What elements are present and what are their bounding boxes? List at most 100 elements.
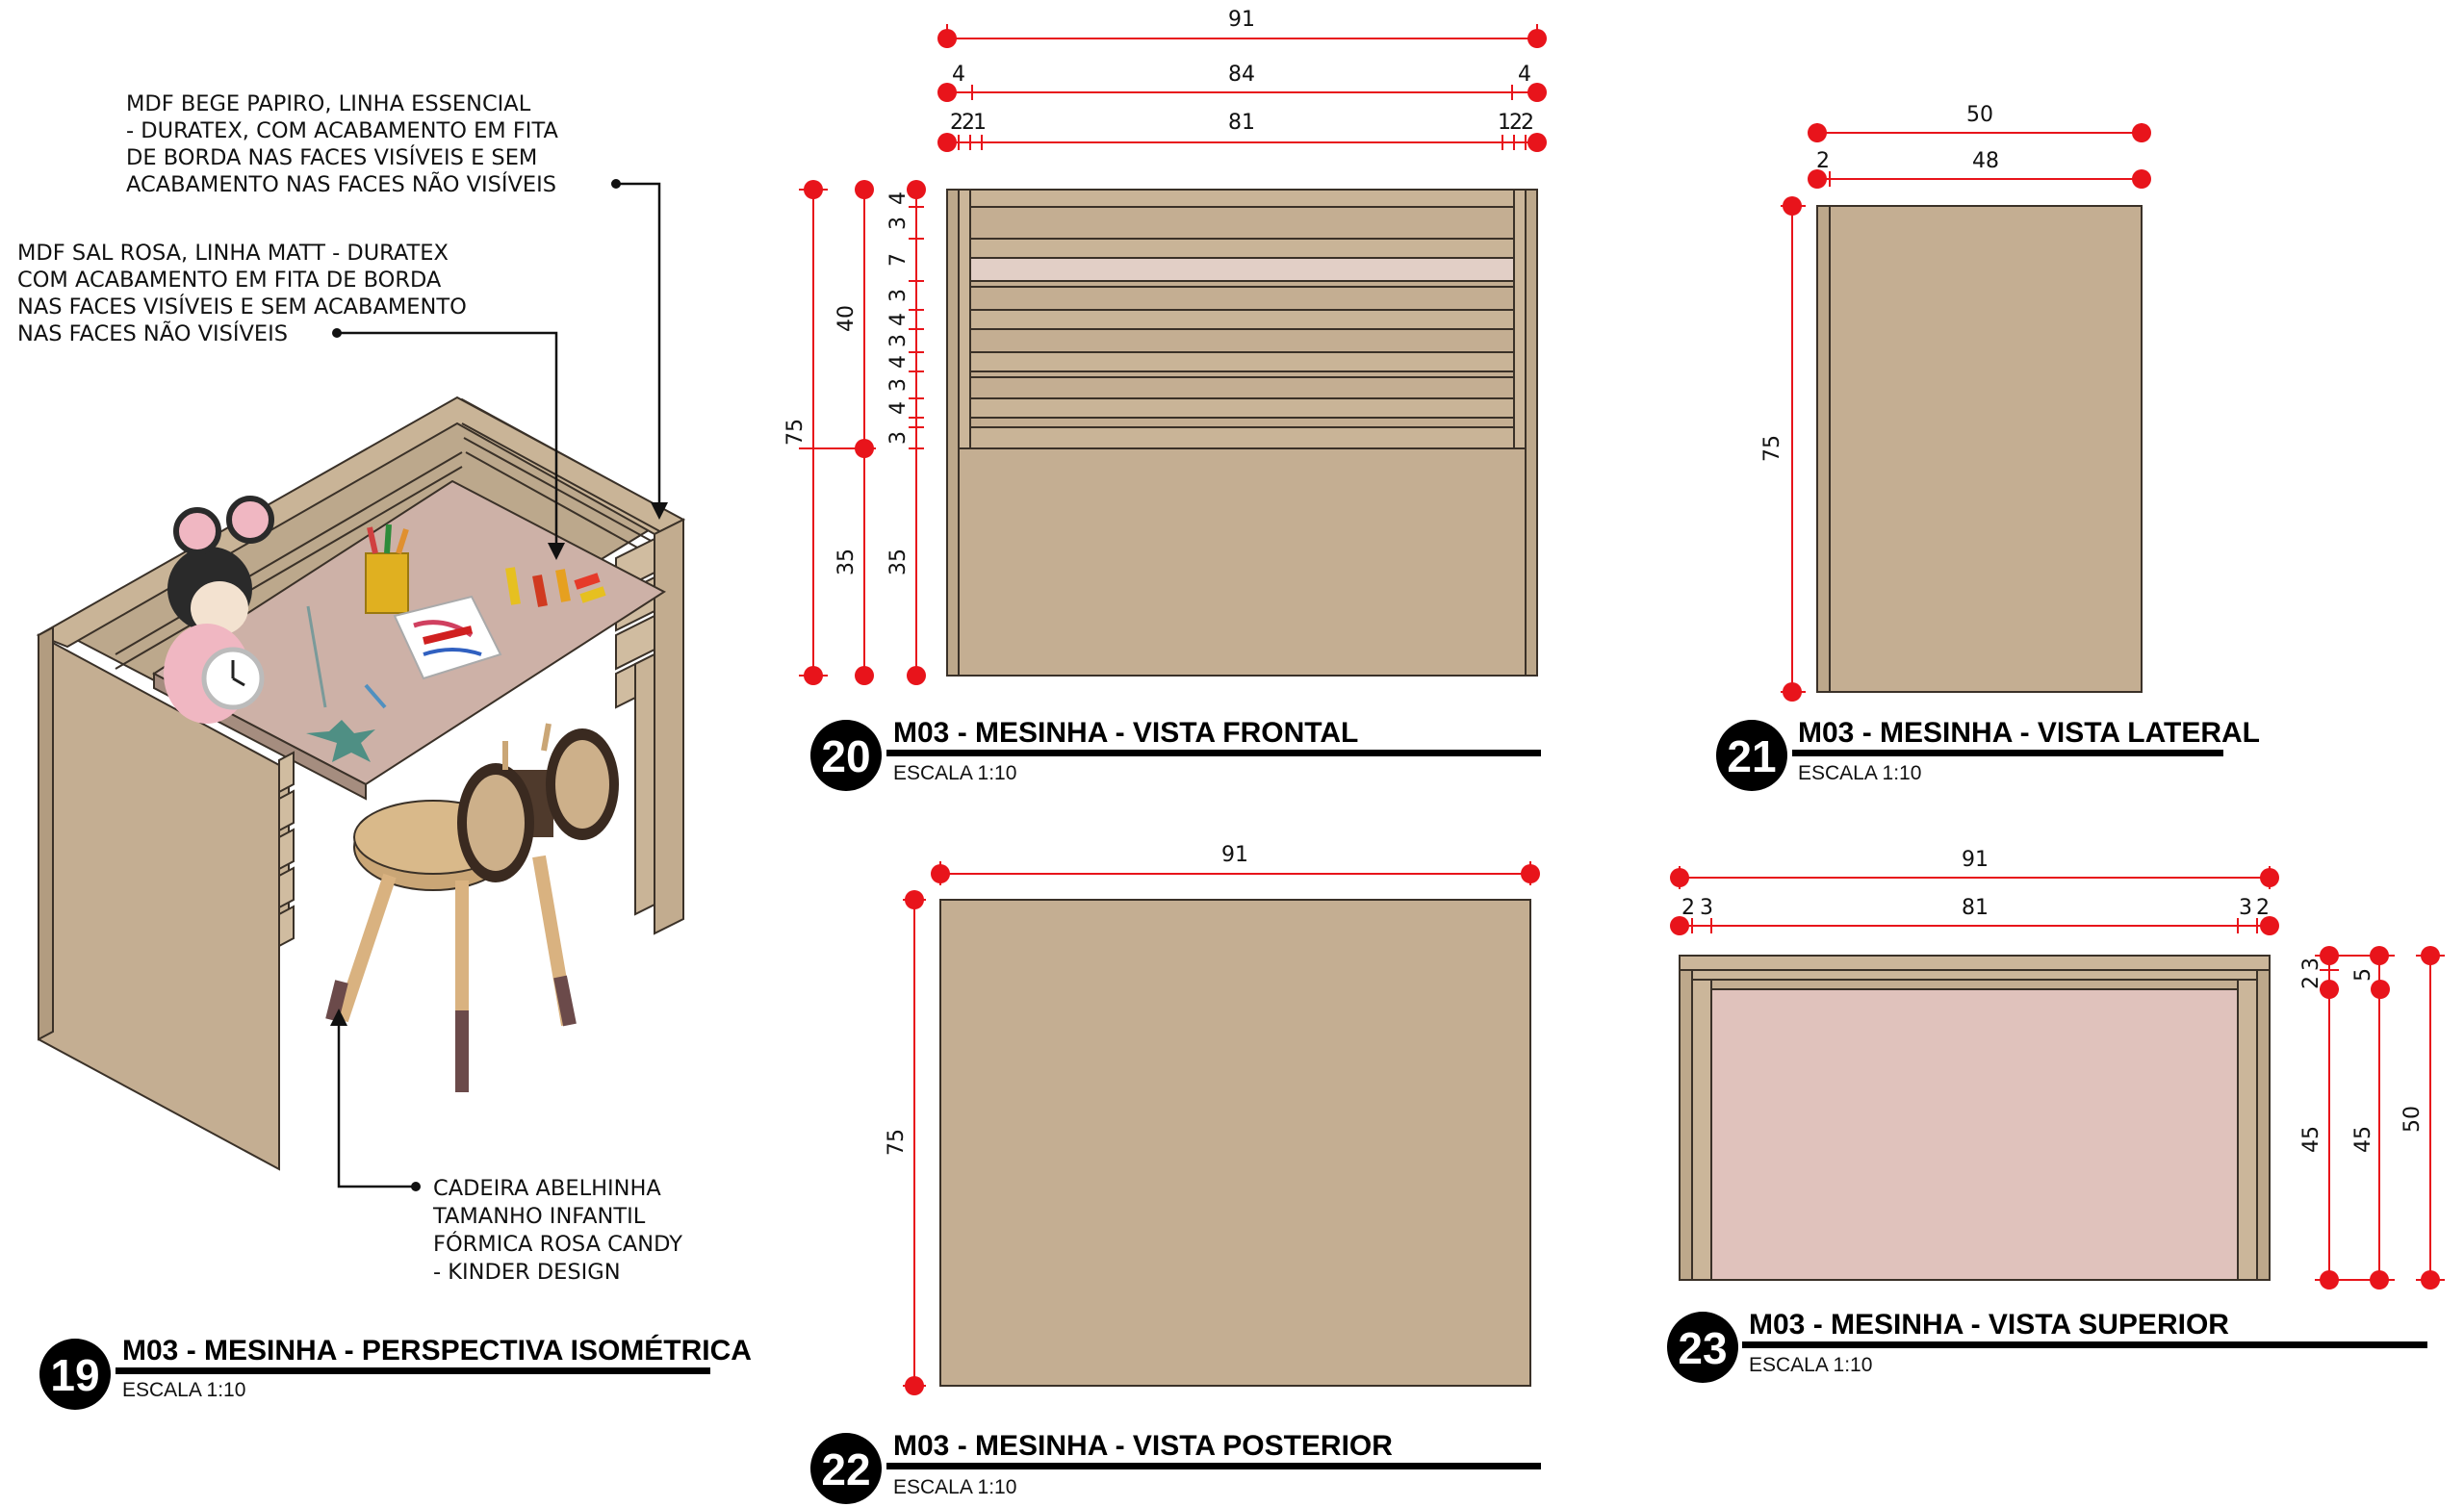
bee-chair: [325, 723, 619, 1092]
dim-front-1-right: 1: [1498, 111, 1511, 135]
note-bege-line: - DURATEX, COM ACABAMENTO EM FITA: [126, 118, 558, 143]
crayon: [423, 626, 473, 645]
dim-top-50: 50: [2400, 1106, 2425, 1133]
dim-front-1-left: 1: [973, 111, 987, 135]
dim-top-2-right: 2: [2256, 896, 2270, 920]
top-dimensions: [1670, 866, 2445, 1290]
top-pink-shelf: [1710, 988, 2239, 1281]
dim-back-height-75: 75: [885, 1129, 909, 1156]
dim-front-stack: 3: [886, 217, 911, 230]
desk-toys: [164, 496, 606, 762]
side-body: [1816, 205, 2143, 693]
pencil-cup: [365, 552, 409, 614]
dim-front-height-75: 75: [783, 419, 808, 446]
dim-front-4-left: 4: [952, 63, 965, 87]
dim-front-width-84: 84: [1228, 63, 1255, 87]
view-scale: ESCALA 1:10: [1749, 1354, 1872, 1376]
dim-top-3: 3: [2299, 958, 2323, 971]
side-edge: [1816, 205, 1831, 693]
view-number-badge: [810, 1433, 882, 1504]
note-cadeira: CADEIRA ABELHINHA TAMANHO INFANTIL FÓRMI…: [432, 1176, 689, 1285]
dim-side-2: 2: [1816, 149, 1830, 173]
view-number-badge: [1716, 720, 1787, 791]
dim-side-width-50: 50: [1966, 103, 1993, 127]
dim-front-2-left-b: 2: [962, 111, 975, 135]
note-rosa-line: NAS FACES NÃO VISÍVEIS: [17, 319, 288, 346]
title-block-23: 23 M03 - MESINHA - VISTA SUPERIOR ESCALA…: [1667, 1309, 2427, 1383]
side-view: 50 48 2 75: [1760, 103, 2151, 702]
note-rosa-line: MDF SAL ROSA, LINHA MATT - DURATEX: [17, 241, 449, 266]
dim-front-stack: 3: [886, 431, 911, 445]
top-view: 91 81 2 3 3 2 3 2 5 45 45 50: [1670, 848, 2445, 1290]
dim-top-width-91: 91: [1962, 848, 1989, 872]
note-rosa: MDF SAL ROSA, LINHA MATT - DURATEX COM A…: [17, 241, 474, 346]
note-rosa-line: COM ACABAMENTO EM FITA DE BORDA: [17, 268, 442, 293]
dim-front-width-91: 91: [1228, 8, 1255, 32]
dim-front-stack: 7: [886, 253, 911, 267]
dim-front-2-right-b: 2: [1521, 111, 1534, 135]
note-cadeira-line: - KINDER DESIGN: [433, 1260, 621, 1285]
view-title: M03 - MESINHA - VISTA SUPERIOR: [1749, 1309, 2229, 1341]
side-dimensions: [1781, 123, 2151, 702]
dim-side-width-48: 48: [1972, 149, 1999, 173]
view-scale: ESCALA 1:10: [893, 1476, 1016, 1498]
front-view: 91 84 4 4 81 2 2 1 1 2 2 75 40 35 35 4 3…: [783, 8, 1547, 685]
dim-front-stack: 4: [886, 192, 911, 205]
view-title: M03 - MESINHA - VISTA POSTERIOR: [893, 1430, 1393, 1462]
back-dimensions: [903, 861, 1540, 1395]
left-panel-slats: [278, 751, 295, 948]
view-title: M03 - MESINHA - VISTA LATERAL: [1798, 717, 2260, 749]
view-title: M03 - MESINHA - PERSPECTIVA ISOMÉTRICA: [122, 1334, 752, 1367]
dim-front-4-right: 4: [1518, 63, 1531, 87]
view-number-badge: [810, 720, 882, 791]
title-block-22: 22 M03 - MESINHA - VISTA POSTERIOR ESCAL…: [810, 1430, 1541, 1504]
isometric-view: MDF BEGE PAPIRO, LINHA ESSENCIAL - DURAT…: [17, 91, 689, 1285]
note-bege: MDF BEGE PAPIRO, LINHA ESSENCIAL - DURAT…: [126, 91, 565, 197]
view-number-badge: [39, 1339, 111, 1410]
view-number: 22: [821, 1444, 870, 1494]
note-rosa-line: NAS FACES VISÍVEIS E SEM ACABAMENTO: [17, 293, 467, 319]
note-leaders: [337, 182, 661, 1188]
crayon: [532, 575, 548, 607]
note-cadeira-line: FÓRMICA ROSA CANDY: [433, 1230, 682, 1257]
crayon: [505, 567, 521, 605]
dim-front-stack: 3: [886, 378, 911, 392]
dim-front-2-left: 2: [950, 111, 963, 135]
dim-front-2-right: 2: [1509, 111, 1523, 135]
view-number: 21: [1727, 731, 1776, 781]
view-number-badge: [1667, 1312, 1738, 1383]
crayon: [574, 573, 601, 590]
dim-front-stack: 3: [886, 334, 911, 347]
back-view: 91 75: [885, 843, 1540, 1395]
view-number: 23: [1678, 1323, 1727, 1373]
note-bege-line: DE BORDA NAS FACES VISÍVEIS E SEM: [126, 143, 537, 170]
dim-top-45b: 45: [2351, 1126, 2375, 1153]
note-bege-line: MDF BEGE PAPIRO, LINHA ESSENCIAL: [126, 91, 531, 116]
dim-back-width-91: 91: [1221, 843, 1248, 867]
front-dimensions: [799, 24, 1547, 685]
chair-leg: [335, 873, 397, 1023]
front-slats: [969, 189, 1515, 449]
dim-top-5: 5: [2351, 968, 2375, 982]
note-bege-line: ACABAMENTO NAS FACES NÃO VISÍVEIS: [126, 170, 556, 197]
dim-front-stack: 3: [886, 289, 911, 302]
view-scale: ESCALA 1:10: [1798, 762, 1921, 784]
title-block-20: 20 M03 - MESINHA - VISTA FRONTAL ESCALA …: [810, 717, 1541, 791]
front-left-edge: [946, 189, 960, 677]
crayon: [555, 569, 571, 602]
crayon: [579, 586, 606, 603]
leader-bege: [616, 182, 661, 510]
dim-front-width-81: 81: [1228, 111, 1255, 135]
dim-top-3-left: 3: [1700, 896, 1713, 920]
view-scale: ESCALA 1:10: [893, 762, 1016, 784]
title-block-19: 19 M03 - MESINHA - PERSPECTIVA ISOMÉTRIC…: [39, 1334, 752, 1410]
dim-top-3-right: 3: [2239, 896, 2252, 920]
dim-top-45a: 45: [2299, 1126, 2323, 1153]
view-scale: ESCALA 1:10: [122, 1379, 245, 1401]
dim-side-height-75: 75: [1760, 435, 1784, 462]
dim-top-2-left: 2: [1681, 896, 1695, 920]
dim-top-2: 2: [2299, 976, 2323, 989]
leader-cadeira: [337, 1018, 416, 1188]
note-cadeira-line: TAMANHO INFANTIL: [432, 1204, 646, 1229]
note-cadeira-line: CADEIRA ABELHINHA: [433, 1176, 661, 1201]
